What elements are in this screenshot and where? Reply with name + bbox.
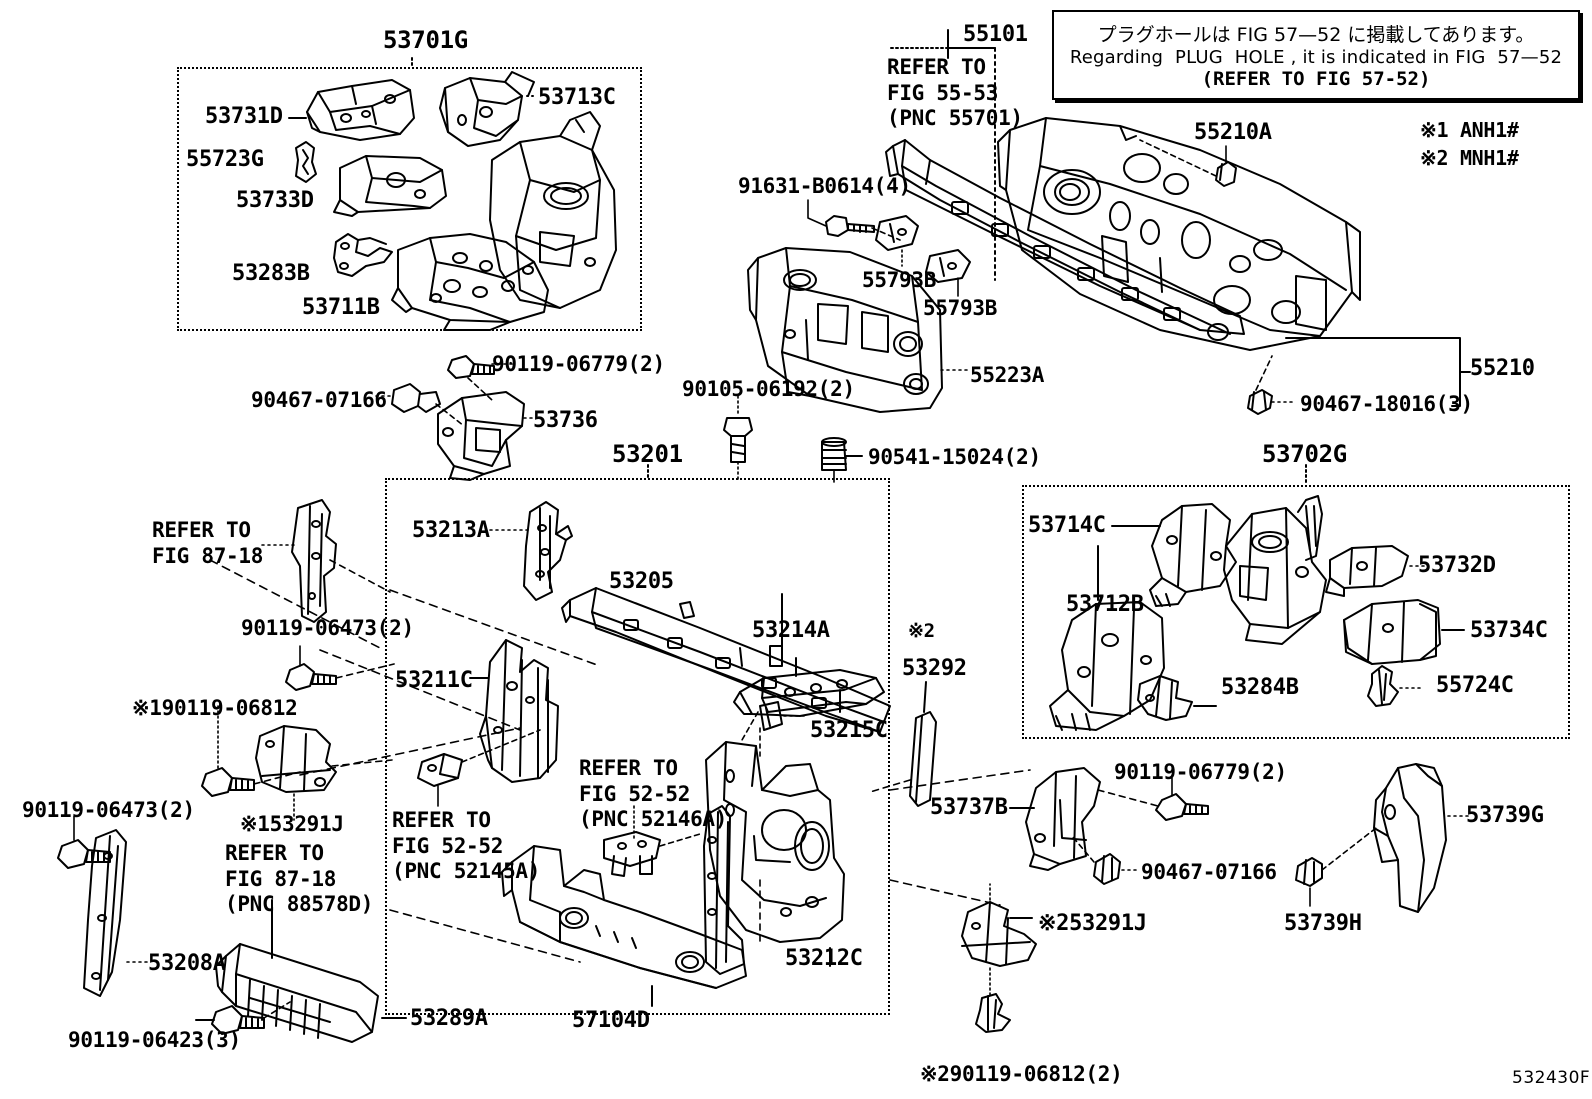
part-label-57104D: 57104D: [572, 1008, 650, 1033]
part-label-53284B: 53284B: [1221, 675, 1299, 700]
part-label-55101: 55101: [963, 22, 1028, 47]
part-label-53214A: 53214A: [752, 618, 830, 643]
plug-hole-note-box: プラグホールは FIG 57—52 に掲載してあります。 Regarding P…: [1052, 10, 1580, 100]
part-label-53212C: 53212C: [785, 946, 863, 971]
part-mark-53292: ※2: [908, 620, 935, 642]
part-label-90105-06192: 90105-06192(2): [682, 377, 855, 401]
group-box-53702G: [1022, 485, 1570, 739]
part-label-53205: 53205: [609, 569, 674, 594]
part-label-53737B: 53737B: [930, 795, 1008, 820]
note-line-japanese: プラグホールは FIG 57—52 に掲載してあります。: [1097, 24, 1535, 46]
part-label-91631-B0614: 91631-B0614(4): [738, 174, 911, 198]
part-label-53739H: 53739H: [1284, 911, 1362, 936]
part-label-53731D: 53731D: [205, 104, 283, 129]
reference-fig-55-53: REFER TO FIG 55-53 (PNC 55701): [887, 55, 1023, 131]
part-label-53291J-b: ※253291J: [1038, 911, 1147, 936]
group-title-53201: 53201: [612, 440, 683, 468]
part-label-90119-06423: 90119-06423(3): [68, 1028, 241, 1052]
part-label-90119-06473-a: 90119-06473(2): [241, 616, 414, 640]
part-label-53736: 53736: [533, 408, 598, 433]
part-label-53712B: 53712B: [1066, 592, 1144, 617]
part-label-55724C: 55724C: [1436, 673, 1514, 698]
note-line-english: Regarding PLUG HOLE , it is indicated in…: [1069, 47, 1563, 68]
group-box-53201: [385, 478, 890, 1015]
legend-mark-1: ※1 ANH1#: [1420, 118, 1519, 142]
part-label-55793B-upper: 55793B: [862, 268, 937, 292]
part-label-53734C: 53734C: [1470, 618, 1548, 643]
reference-fig-87-18-a: REFER TO FIG 87-18: [152, 518, 264, 568]
part-label-53292: 53292: [902, 656, 967, 681]
part-label-53283B: 53283B: [232, 261, 310, 286]
legend-mark-2: ※2 MNH1#: [1420, 146, 1519, 170]
part-label-53711B: 53711B: [302, 295, 380, 320]
part-label-55793B-lower: 55793B: [923, 296, 998, 320]
part-label-53733D: 53733D: [236, 188, 314, 213]
part-label-90467-07166-a: 90467-07166: [251, 388, 387, 412]
group-title-53701G: 53701G: [383, 26, 468, 54]
part-label-90541-15024: 90541-15024(2): [868, 445, 1041, 469]
reference-fig-52-52-146A: REFER TO FIG 52-52 (PNC 52146A): [579, 756, 728, 832]
part-label-53211C: 53211C: [395, 668, 473, 693]
part-label-53732D: 53732D: [1418, 553, 1496, 578]
part-label-90119-06812-b: ※290119-06812(2): [920, 1062, 1123, 1086]
part-label-90119-06812-a: ※190119-06812: [132, 696, 298, 720]
part-label-90119-06779-b: 90119-06779(2): [1114, 760, 1287, 784]
part-label-90467-18016: 90467-18016(3): [1300, 392, 1473, 416]
reference-fig-87-18-b: REFER TO FIG 87-18 (PNC 88578D): [225, 841, 374, 917]
part-label-90467-07166-b: 90467-07166: [1141, 860, 1277, 884]
figure-code: 532430F: [1512, 1068, 1591, 1088]
part-label-53713C: 53713C: [538, 85, 616, 110]
reference-fig-52-52-145A: REFER TO FIG 52-52 (PNC 52145A): [392, 808, 541, 884]
group-box-53701G: [177, 67, 642, 331]
part-label-53289A: 53289A: [410, 1006, 488, 1031]
part-label-55210: 55210: [1470, 356, 1535, 381]
part-label-53215C: 53215C: [810, 718, 888, 743]
part-label-90119-06473-b: 90119-06473(2): [22, 798, 195, 822]
part-label-53739G: 53739G: [1466, 803, 1544, 828]
part-label-53213A: 53213A: [412, 518, 490, 543]
part-label-55223A: 55223A: [970, 363, 1045, 387]
group-title-53702G: 53702G: [1262, 440, 1347, 468]
part-label-55723G: 55723G: [186, 147, 264, 172]
part-label-90119-06779-a: 90119-06779(2): [492, 352, 665, 376]
part-label-53208A: 53208A: [148, 951, 226, 976]
part-label-53291J-a: ※153291J: [240, 812, 344, 836]
note-line-reference: (REFER TO FIG 57-52): [1201, 68, 1431, 90]
part-label-53714C: 53714C: [1028, 513, 1106, 538]
part-label-55210A: 55210A: [1194, 120, 1272, 145]
